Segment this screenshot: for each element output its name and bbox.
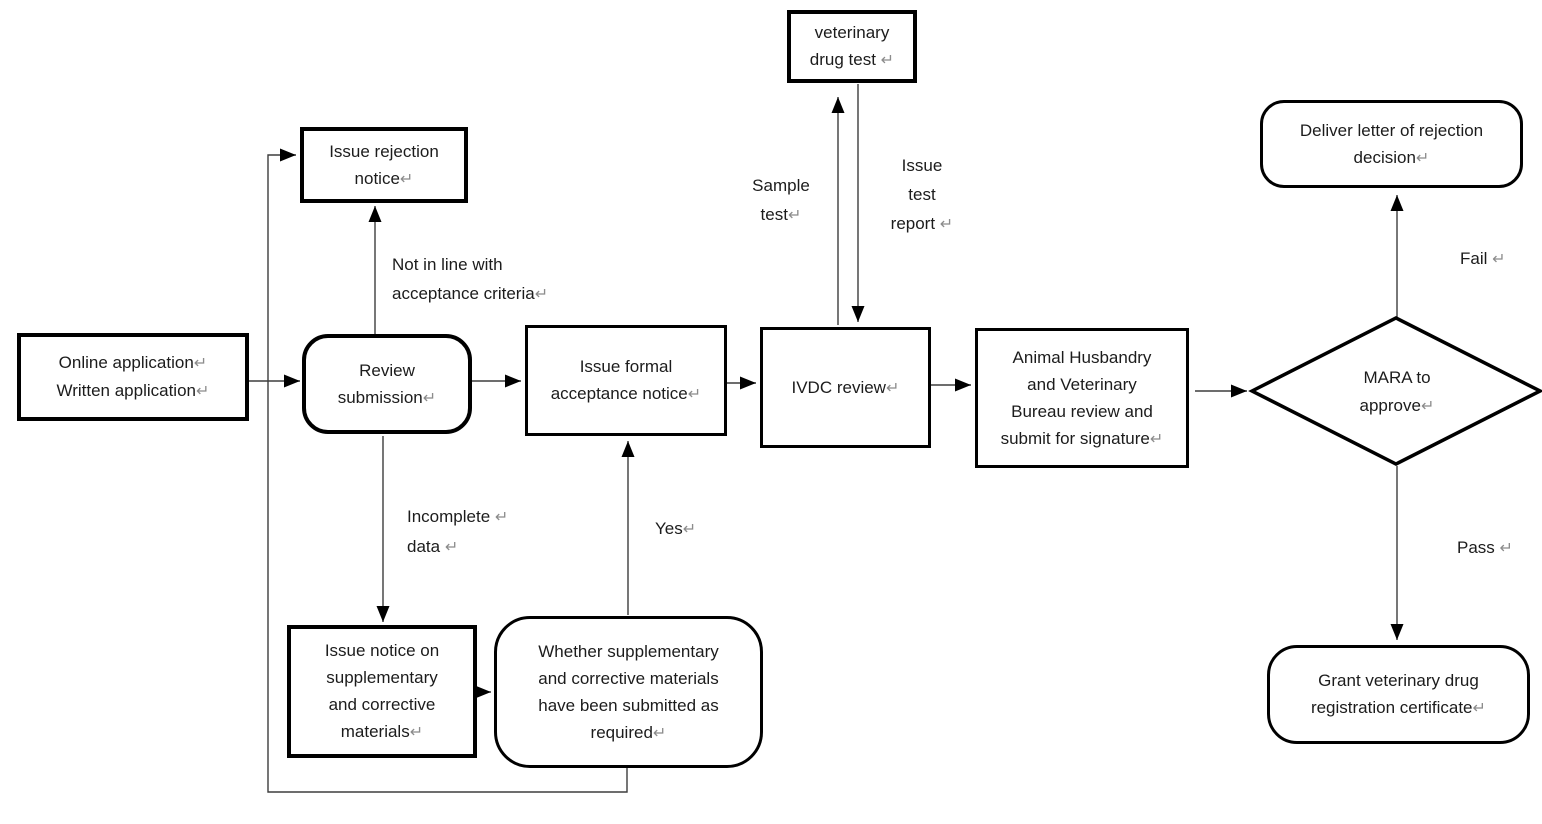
node-online-written-application-label: Online application↵Written application↵ — [56, 353, 210, 400]
paragraph-mark: ↵ — [682, 520, 697, 538]
paragraph-mark: ↵ — [1415, 148, 1430, 167]
label-fail: Fail ↵ — [1460, 249, 1506, 268]
paragraph-mark: ↵ — [939, 215, 954, 233]
paragraph-mark: ↵ — [1492, 250, 1506, 268]
paragraph-mark: ↵ — [494, 508, 509, 526]
paragraph-mark: ↵ — [1420, 397, 1435, 415]
paragraph-mark: ↵ — [1149, 429, 1164, 448]
paragraph-mark: ↵ — [687, 385, 702, 403]
node-ivdc-review: IVDC review↵ — [760, 327, 931, 448]
edge-whether-to-rejection-loop — [267, 148, 628, 793]
node-online-written-application: Online application↵Written application↵ — [17, 333, 249, 421]
paragraph-mark: ↵ — [1499, 539, 1514, 557]
paragraph-mark: ↵ — [652, 723, 667, 742]
paragraph-mark: ↵ — [196, 382, 210, 400]
paragraph-mark: ↵ — [534, 285, 549, 303]
decision-diamond-shape — [1248, 316, 1542, 466]
paragraph-mark: ↵ — [422, 388, 437, 407]
label-pass: Pass ↵ — [1457, 538, 1514, 557]
paragraph-mark: ↵ — [1472, 699, 1487, 717]
paragraph-mark: ↵ — [409, 723, 424, 741]
label-incomplete-data: Incomplete ↵data ↵ — [407, 507, 509, 556]
node-ivdc-review-label: IVDC review↵ — [791, 377, 900, 397]
paragraph-mark: ↵ — [193, 354, 208, 372]
paragraph-mark: ↵ — [399, 169, 414, 188]
paragraph-mark: ↵ — [880, 51, 895, 69]
paragraph-mark: ↵ — [787, 206, 802, 224]
paragraph-mark: ↵ — [444, 538, 459, 556]
label-yes: Yes↵ — [655, 519, 697, 538]
paragraph-mark: ↵ — [885, 378, 900, 397]
